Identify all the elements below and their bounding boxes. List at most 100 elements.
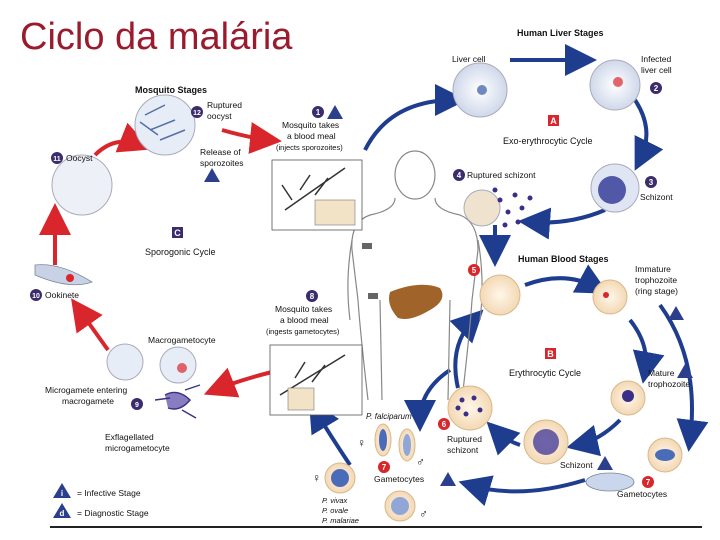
male-symbol-2: ♂ <box>419 507 428 521</box>
step-1-infective-triangle <box>327 105 343 119</box>
liver-cell: Liver cell <box>452 54 508 118</box>
step-6-merozoites <box>455 395 483 417</box>
step-4: 4 Ruptured schizont <box>453 169 536 228</box>
step-4-merozoites <box>492 187 533 228</box>
step-8-line-1: Mosquito takes <box>275 304 332 314</box>
step-8-number: 8 <box>310 292 315 301</box>
merozoite <box>492 187 498 193</box>
legend-diagnostic-label: = Diagnostic Stage <box>77 508 149 518</box>
step-12-cell <box>134 94 196 156</box>
arrow-12-to-1 <box>221 122 282 154</box>
merozoite <box>459 397 465 403</box>
step-6-line-2: schizont <box>447 445 479 455</box>
arrow-3-to-4 <box>518 207 606 240</box>
cycle-b-label: Erythrocytic Cycle <box>509 368 581 378</box>
immature-line-1: Immature <box>635 264 671 274</box>
step-8-image <box>269 344 363 416</box>
mature-parasite <box>622 390 634 402</box>
step-11: 11 Oocyst <box>51 152 113 216</box>
other-female-body <box>331 469 349 487</box>
macrogametocyte-label: Macrogametocyte <box>148 335 216 345</box>
arrow-mature-to-schizont <box>566 418 622 457</box>
legend-diagnostic-symbol: d <box>60 509 65 518</box>
step-1-line-3: (injects sporozoites) <box>276 143 343 152</box>
step-4-cell <box>463 189 501 227</box>
arrow-1-to-liver <box>363 84 467 151</box>
step-10-nucleus <box>66 274 74 282</box>
step-8-inset <box>287 387 315 411</box>
step-4-label: Ruptured schizont <box>467 170 536 180</box>
step-7-number: 7 <box>382 463 387 472</box>
step-2-line-2: liver cell <box>641 65 672 75</box>
falciparum-label: P. falciparum <box>366 412 412 421</box>
mature-line-2: trophozoite <box>648 379 690 389</box>
step-11-cell <box>51 154 113 216</box>
exflagellated-line-2: microgametocyte <box>105 443 170 453</box>
step-11-label: Oocyst <box>66 153 93 163</box>
step-1-inset <box>314 199 356 226</box>
mature-diagnostic-triangle <box>677 364 693 378</box>
cycle-b-box <box>545 348 556 359</box>
step-11-number: 11 <box>53 156 61 163</box>
mature-line-1: Mature <box>648 368 675 378</box>
blood-schizont-label: Schizont <box>560 460 593 470</box>
sporogonic-arrows <box>39 122 282 398</box>
gametocytes-cluster: P. falciparum ♀ ♂ ♀ ♂ 7 Gametocytes P. v… <box>312 412 456 525</box>
heading-mosquito-stages: Mosquito Stages <box>135 85 207 95</box>
erythrocytic-arrows <box>308 264 709 507</box>
arrow-body-to-gametocytes <box>404 368 452 432</box>
cycle-c-letter: C <box>174 228 181 238</box>
male-symbol-1: ♂ <box>416 455 425 469</box>
step-8-line-2: a blood meal <box>280 315 329 325</box>
step-1-number: 1 <box>316 108 321 117</box>
step-3-number: 3 <box>649 178 654 187</box>
cycle-a: A Exo-erythrocytic Cycle <box>503 115 593 146</box>
step-12-sporozoites <box>139 104 186 141</box>
step-8: 8 Mosquito takes a blood meal (ingests g… <box>266 290 363 416</box>
human-body <box>351 197 479 401</box>
merozoite <box>515 219 521 225</box>
immature-trophozoite: Immature trophozoite (ring stage) <box>592 264 684 320</box>
female-symbol-2: ♀ <box>312 471 321 485</box>
step-9: Macrogametocyte Microgamete entering mac… <box>45 335 216 453</box>
step-12-line-1: Ruptured <box>207 100 242 110</box>
step-2-badge <box>650 82 662 94</box>
step-7-diagnostic-triangle <box>440 472 456 486</box>
step-2-line-1: Infected <box>641 54 672 64</box>
macrogametocyte-nucleus <box>177 363 187 373</box>
merozoite <box>471 395 477 401</box>
merozoite <box>497 197 503 203</box>
other-species-2: P. ovale <box>322 506 348 515</box>
step-3: 3 Schizont <box>590 163 673 213</box>
cycle-a-box <box>548 115 559 126</box>
release-line-1: Release of <box>200 147 241 157</box>
arrow-11-to-12 <box>93 122 152 157</box>
human-head <box>394 150 436 200</box>
release-line-2: sporozoites <box>200 158 243 168</box>
legend-infective-triangle <box>53 483 71 498</box>
merozoite <box>527 195 533 201</box>
step-2-parasite <box>613 77 623 87</box>
step-7b-badge <box>642 476 654 488</box>
step-5-badge <box>468 264 480 276</box>
step-9-line-1: Microgamete entering <box>45 385 127 395</box>
cycle-a-letter: A <box>550 116 557 126</box>
arrow-ring-to-gametocyte <box>658 303 709 452</box>
merozoite <box>477 407 483 413</box>
microgamete-cell <box>106 343 144 381</box>
arrow-5-to-immature <box>524 264 609 294</box>
gametocyte-right-body <box>655 449 675 461</box>
release-infective-triangle <box>204 168 220 182</box>
step-6-number: 6 <box>442 420 447 429</box>
other-species-3: P. malariae <box>322 516 359 525</box>
merozoite <box>519 205 525 211</box>
step-6-cell <box>447 385 493 431</box>
arrow-gametocytes-to-8 <box>308 399 352 467</box>
falciparum-female-body <box>379 429 387 451</box>
other-species-1: P. vivax <box>322 496 348 505</box>
step-7b-label: Gametocytes <box>617 489 667 499</box>
cycle-b: B Erythrocytic Cycle <box>509 348 581 378</box>
exflagellated-shape <box>154 384 201 419</box>
arrow-ruptured-to-5 <box>449 309 484 389</box>
